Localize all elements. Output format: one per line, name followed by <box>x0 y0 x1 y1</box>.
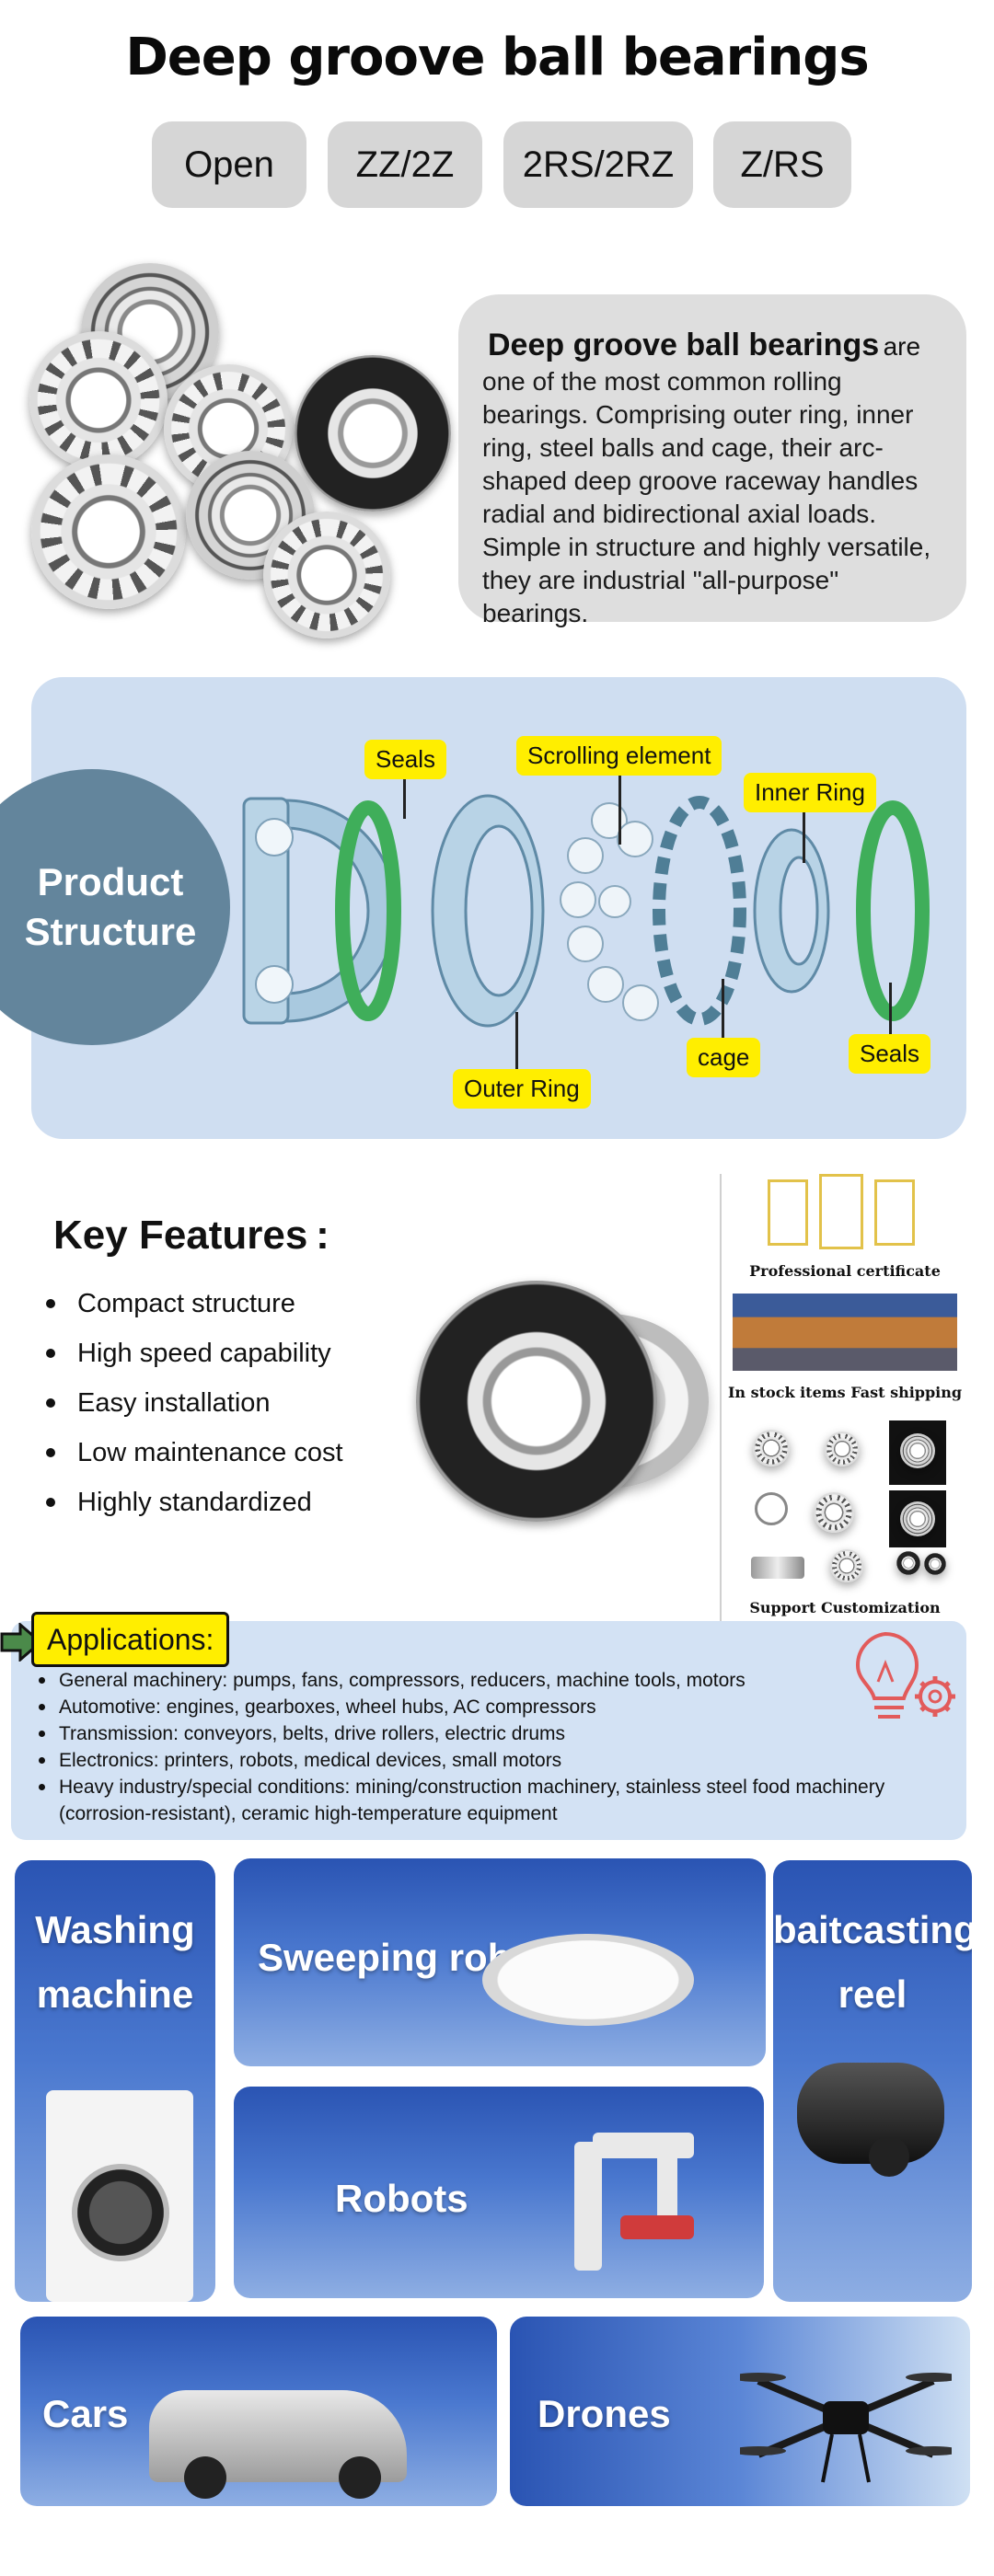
inner-ring-bore <box>779 856 819 966</box>
certificate-caption: Professional certificate <box>749 1262 941 1280</box>
description-line: radial and bidirectional axial loads. <box>482 500 877 528</box>
leader-line <box>889 983 892 1034</box>
leader-line <box>515 1012 518 1069</box>
feature-item: Low maintenance cost <box>46 1428 343 1478</box>
ball-shape <box>255 818 294 857</box>
tile-label: machine <box>36 1972 194 2016</box>
application-item: Electronics: printers, robots, medical d… <box>37 1747 966 1774</box>
cage-shape <box>653 796 746 1026</box>
application-item-continuation: (corrosion-resistant), ceramic high-temp… <box>59 1803 558 1824</box>
features-list: Compact structure High speed capability … <box>46 1279 343 1527</box>
page-title: Deep groove ball bearings <box>125 28 869 87</box>
washing-machine-door <box>72 2164 169 2261</box>
variant-zz-button[interactable]: ZZ/2Z <box>328 121 482 208</box>
tile-label: reel <box>838 1972 907 2016</box>
tile-cars[interactable]: Cars <box>20 2317 497 2506</box>
tile-label: Washing <box>35 1908 195 1951</box>
leader-line <box>618 771 621 845</box>
tile-label: Cars <box>42 2392 129 2435</box>
feature-item: Easy installation <box>46 1378 343 1428</box>
tag-seals-top: Seals <box>364 740 447 779</box>
customization-image <box>734 1420 955 1595</box>
feature-item: Highly standardized <box>46 1478 343 1527</box>
tile-label: baitcasting <box>773 1908 972 1951</box>
certificate-image <box>819 1174 863 1249</box>
variant-2rs-button[interactable]: 2RS/2RZ <box>503 121 693 208</box>
reel-handle <box>869 2136 909 2177</box>
drone-image <box>740 2373 952 2483</box>
description-line: one of the most common rolling <box>482 367 842 396</box>
description-line: Simple in structure and highly versatile… <box>482 533 931 561</box>
leader-line <box>803 808 805 863</box>
seal-shape <box>335 800 401 1021</box>
structure-badge: Product Structure <box>0 769 230 1045</box>
tag-seals-bottom: Seals <box>849 1034 931 1074</box>
tag-cage: cage <box>687 1038 761 1077</box>
bearing-group-image <box>18 258 451 638</box>
tile-sweeping-robot[interactable]: Sweeping robot <box>234 1858 766 2066</box>
exploded-bearing-diagram <box>242 794 930 1028</box>
tile-washing-machine[interactable]: Washing machine <box>15 1860 215 2302</box>
certificate-image <box>874 1179 915 1246</box>
tag-inner-ring: Inner Ring <box>744 773 876 812</box>
balls-group <box>560 802 659 1021</box>
customization-caption: Support Customization <box>749 1599 941 1616</box>
tile-label: Robots <box>335 2177 468 2220</box>
tile-drones[interactable]: Drones <box>510 2317 970 2506</box>
lightbulb-gear-icon <box>855 1631 955 1719</box>
structure-title-line2: Structure <box>24 910 197 953</box>
features-title: Key Features : <box>53 1213 329 1258</box>
warehouse-image <box>733 1294 957 1371</box>
car-wheel <box>184 2456 226 2499</box>
seal-shape <box>856 800 930 1021</box>
info-column: Professional certificate In stock items … <box>720 1174 966 1621</box>
bearing-image <box>29 331 168 469</box>
half-bearing-shape <box>283 799 398 1023</box>
description-line: shaped deep groove raceway handles <box>482 466 919 495</box>
sealed-bearing-image <box>396 1196 713 1582</box>
description-line: ring, steel balls and cage, their arc- <box>482 433 884 462</box>
description-line: bearings. Comprising outer ring, inner <box>482 400 914 429</box>
certificate-image <box>768 1179 808 1246</box>
application-item: Automotive: engines, gearboxes, wheel hu… <box>37 1694 966 1720</box>
tile-robots[interactable]: Robots <box>234 2087 764 2298</box>
variant-open-button[interactable]: Open <box>152 121 306 208</box>
car-wheel <box>339 2456 381 2499</box>
description-lead-tail: are <box>883 332 921 361</box>
tile-label: Drones <box>537 2392 671 2435</box>
arrow-right-icon <box>0 1623 42 1662</box>
description-line: they are industrial "all-purpose" bearin… <box>482 566 839 627</box>
variant-zrs-button[interactable]: Z/RS <box>713 121 851 208</box>
description-card: Deep groove ball bearings are one of the… <box>458 294 966 627</box>
feature-item: Compact structure <box>46 1279 343 1328</box>
feature-item: High speed capability <box>46 1328 343 1378</box>
application-item: Heavy industry/special conditions: minin… <box>37 1774 966 1800</box>
tile-baitcasting-reel[interactable]: baitcasting reel <box>773 1860 972 2302</box>
tag-outer-ring: Outer Ring <box>453 1069 591 1109</box>
stock-caption: In stock items Fast shipping <box>727 1384 963 1401</box>
sweeping-robot-image <box>482 1934 694 2026</box>
leader-line <box>403 775 406 819</box>
ball-shape <box>255 965 294 1004</box>
applications-list: General machinery: pumps, fans, compress… <box>37 1667 966 1827</box>
structure-title-line1: Product <box>37 860 184 903</box>
leader-line <box>722 979 724 1038</box>
application-item: General machinery: pumps, fans, compress… <box>37 1667 966 1694</box>
description-lead: Deep groove ball bearings <box>488 328 880 362</box>
application-item: Transmission: conveyors, belts, drive ro… <box>37 1720 966 1747</box>
robot-arm-image <box>537 2105 712 2289</box>
bearing-image <box>263 512 390 638</box>
applications-label: Applications: <box>31 1612 230 1667</box>
tag-scrolling-element: Scrolling element <box>516 736 722 776</box>
bearing-image <box>31 454 186 609</box>
outer-ring-inner <box>464 824 534 997</box>
bearing-image <box>295 355 451 512</box>
